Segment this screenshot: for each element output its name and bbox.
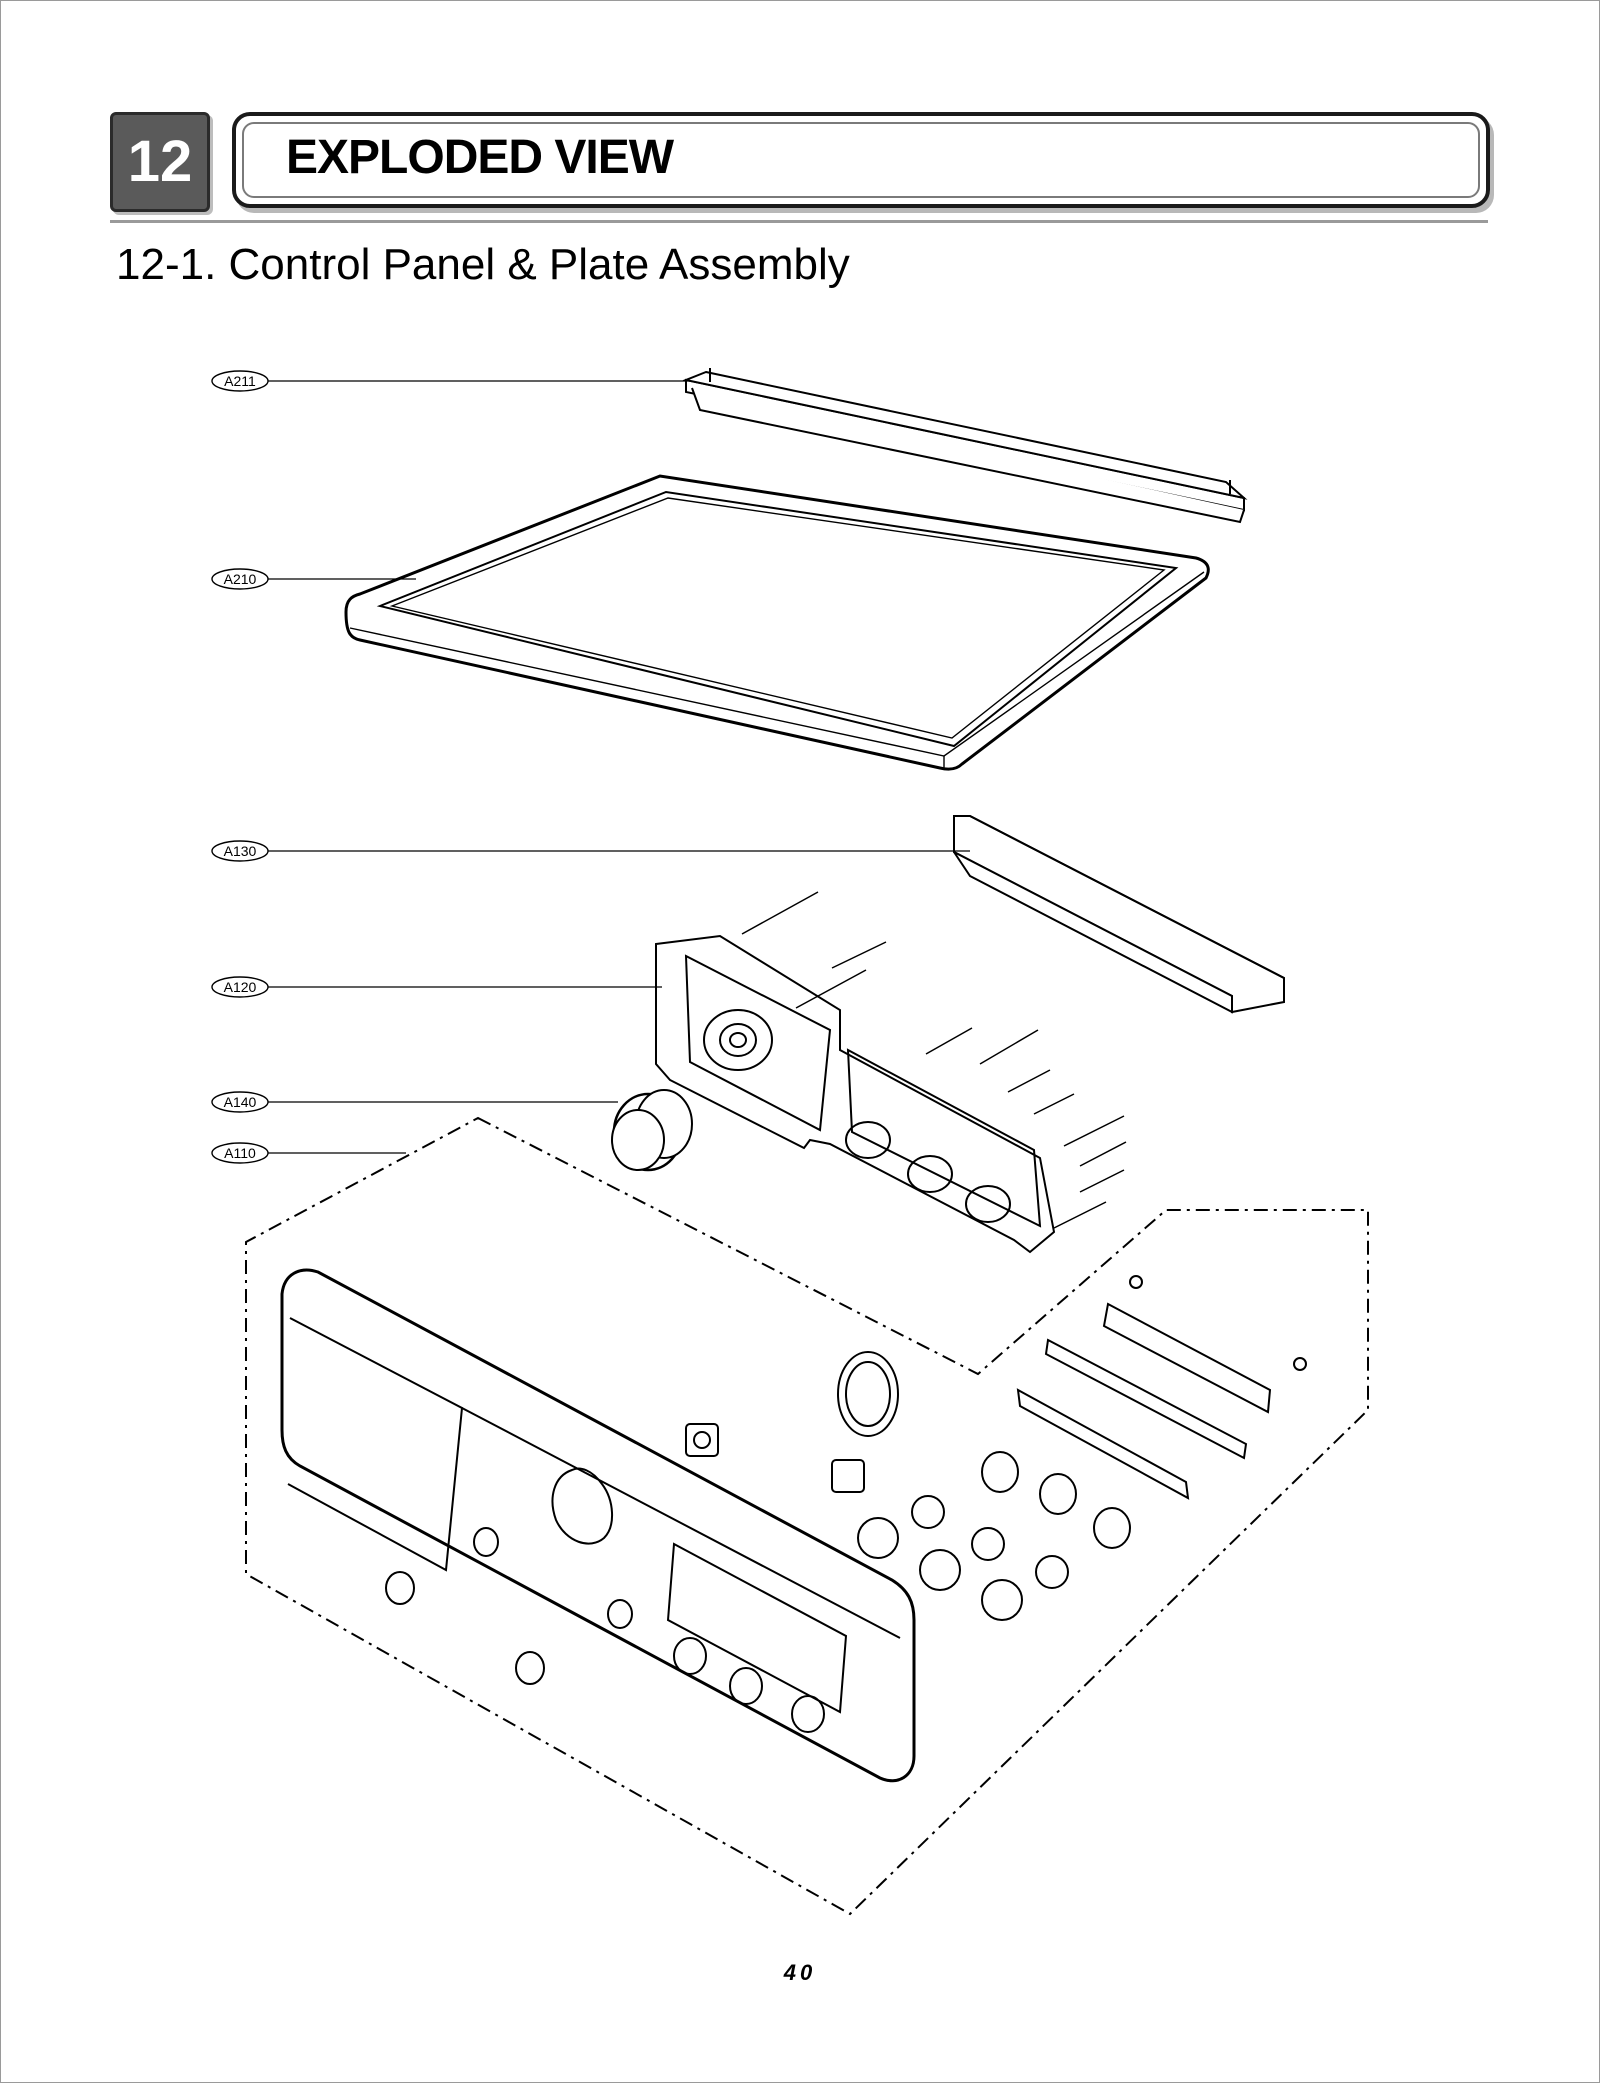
part-a210-top-plate <box>344 474 1210 771</box>
svg-text:A110: A110 <box>224 1145 256 1161</box>
callout-a130: A130 <box>211 840 269 862</box>
section-title-inner-border <box>242 122 1480 198</box>
svg-text:A211: A211 <box>224 373 256 389</box>
svg-text:A130: A130 <box>224 843 257 859</box>
part-a130-grille <box>953 815 1285 1014</box>
subassembly-a110-boundary <box>245 1116 1369 1916</box>
part-a120-control-housing <box>655 934 1056 1254</box>
section-title-box: EXPLODED VIEW <box>232 112 1490 208</box>
part-a140-knob <box>611 1089 693 1172</box>
callout-bubbles: A211 A210 A130 A120 A140 A110 <box>211 370 269 1164</box>
callout-a211: A211 <box>211 370 269 392</box>
part-a110-control-panel <box>280 1268 916 1783</box>
page-number: 40 <box>783 1960 817 1985</box>
callout-leaders <box>268 380 970 1154</box>
svg-text:A140: A140 <box>224 1094 257 1110</box>
subsection-title: 12-1. Control Panel & Plate Assembly <box>116 240 850 289</box>
callout-a140: A140 <box>211 1091 269 1113</box>
part-a211-rail-bracket <box>682 368 1248 524</box>
screws <box>741 891 1127 1229</box>
section-number-badge: 12 <box>110 112 210 212</box>
section-title: EXPLODED VIEW <box>286 131 674 184</box>
header-rule <box>110 220 1488 223</box>
callout-a120: A120 <box>211 976 269 998</box>
subassembly-small-parts <box>685 1275 1307 1621</box>
callout-a110: A110 <box>211 1142 269 1164</box>
callout-a210: A210 <box>211 568 269 590</box>
svg-text:A120: A120 <box>224 979 257 995</box>
svg-text:A210: A210 <box>224 571 257 587</box>
